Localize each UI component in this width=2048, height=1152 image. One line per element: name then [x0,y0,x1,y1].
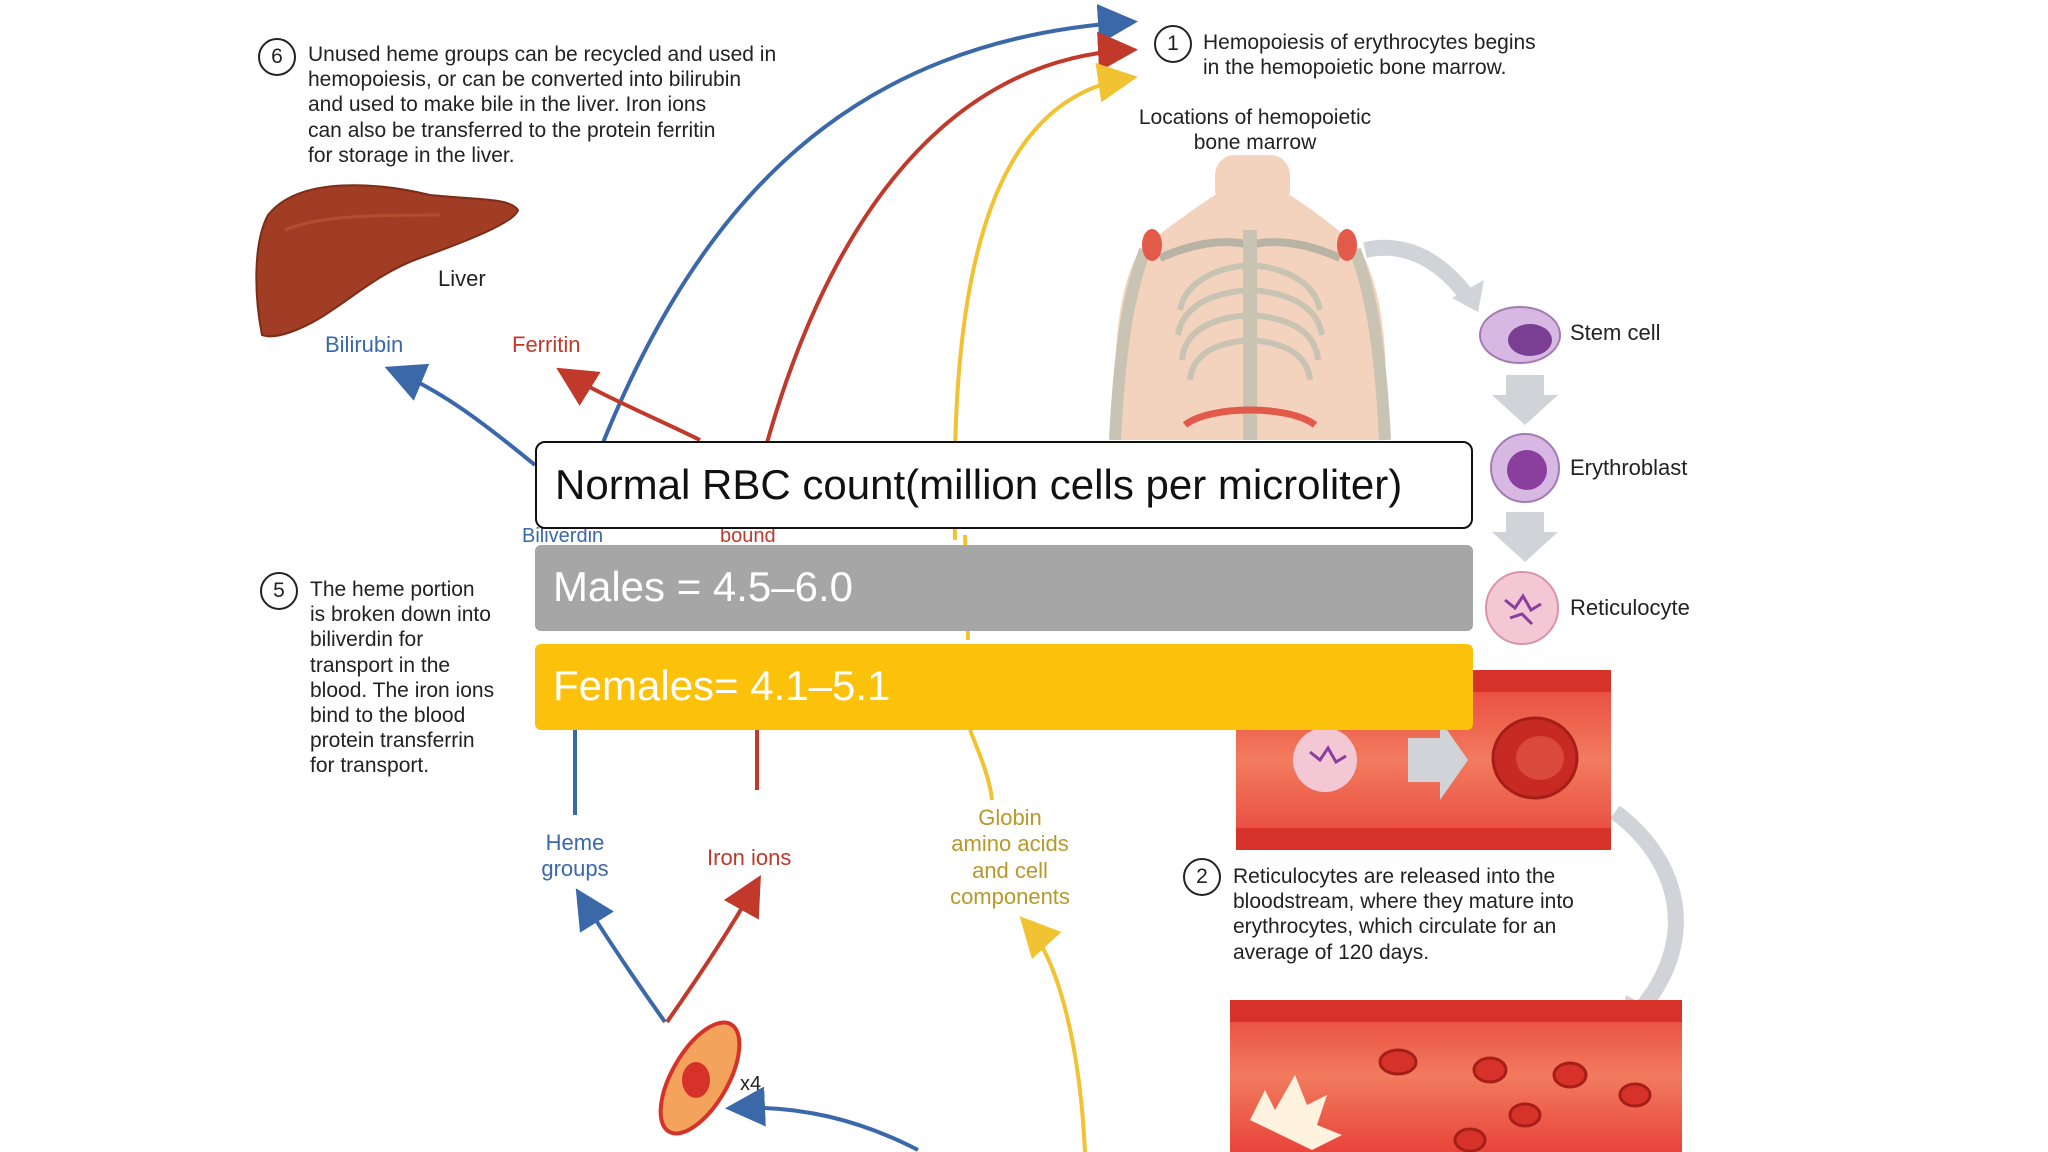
iron-ions-label: Iron ions [707,845,792,870]
bilirubin-label: Bilirubin [325,332,404,357]
step-6-number: 6 [258,38,296,76]
step-2-number: 2 [1183,858,1221,896]
females-range-text: Females= 4.1–5.1 [553,662,891,709]
iron-recycle-arrow [763,31,1138,451]
globin-label: Globin amino acids and cell components [950,805,1070,910]
liver-label: Liver [438,266,486,291]
males-range-text: Males = 4.5–6.0 [553,563,854,610]
reticulocyte-illustration [1485,571,1559,645]
heme-groups-label: Heme groups [541,830,609,882]
step-1-number: 1 [1154,25,1192,63]
marrow-to-stem-arrow [1363,239,1477,305]
liver-illustration [255,184,520,338]
bone-marrow-locations-label: Locations of hemopoietic bone marrow [1138,106,1372,155]
rbc-count-title-box: Normal RBC count(million cells per micro… [535,441,1473,529]
step-5-number: 5 [260,572,298,610]
multiplier-label: x4 [740,1073,762,1095]
stem-cell-label: Stem cell [1570,320,1661,345]
step-1-text: Hemopoiesis of erythrocytes begins in th… [1203,31,1536,80]
erythroblast-to-reticulocyte-arrow [1492,512,1558,562]
heme-groups-arrow [575,888,667,1024]
bound-label: bound [720,525,776,547]
stem-to-erythroblast-arrow [1492,375,1558,425]
females-range-box: Females= 4.1–5.1 [535,644,1473,730]
heme-recycle-arrow [598,4,1138,451]
globin-line-lower [968,729,994,801]
step-6-text: Unused heme groups can be recycled and u… [308,43,777,167]
bilirubin-arrow [384,363,537,467]
macrophage-arrow [725,1086,919,1152]
ferritin-arrow [556,367,701,442]
step-2-text: Reticulocytes are released into the bloo… [1233,865,1574,964]
iron-ions-arrow [665,875,761,1024]
rbc-count-title: Normal RBC count(million cells per micro… [555,461,1403,508]
erythrocyte-illustration [658,1020,742,1136]
skeleton-illustration [1109,155,1391,441]
reticulocyte-label: Reticulocyte [1570,595,1690,620]
erythroblast-label: Erythroblast [1570,455,1688,480]
blood-vessel-lower [1230,1000,1682,1152]
ferritin-label: Ferritin [512,332,581,357]
males-range-box: Males = 4.5–6.0 [535,545,1473,631]
globin-arrow [1019,916,1087,1152]
to-bloodstream-arrow [1610,805,1684,1016]
step-5-text: The heme portion is broken down into bil… [310,578,495,778]
biliverdin-label: Biliverdin [522,525,604,547]
